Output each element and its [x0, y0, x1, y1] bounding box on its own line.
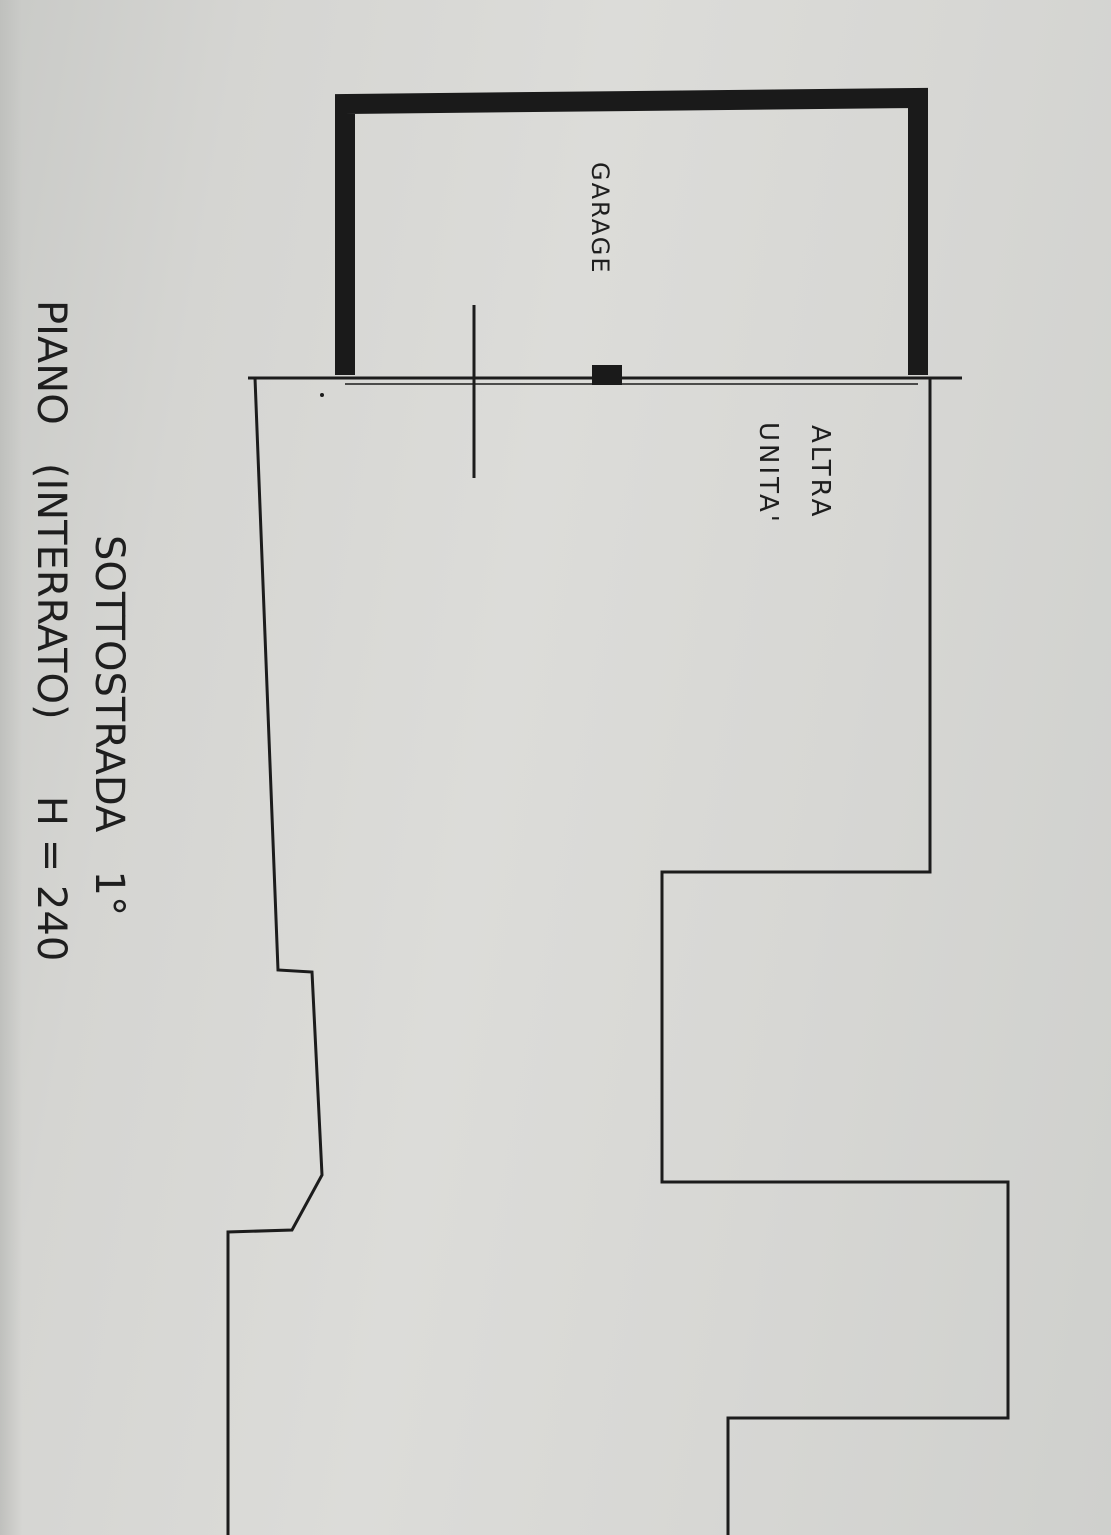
floor-title-line1: SOTTOSTRADA 1°: [86, 535, 132, 916]
altra-unita-label-line2: UNITA': [753, 422, 783, 525]
paper-shadow: [0, 0, 22, 1535]
corner-dot: [320, 393, 324, 397]
garage-walls: [335, 87, 928, 375]
building-outline-left: [226, 377, 324, 1535]
garage-label: GARAGE: [586, 162, 614, 274]
altra-unita-label-line1: ALTRA: [805, 425, 835, 519]
floor-title-line2: PIANO (INTERRATO) H = 240: [28, 300, 74, 961]
building-outline: [248, 376, 1010, 1535]
